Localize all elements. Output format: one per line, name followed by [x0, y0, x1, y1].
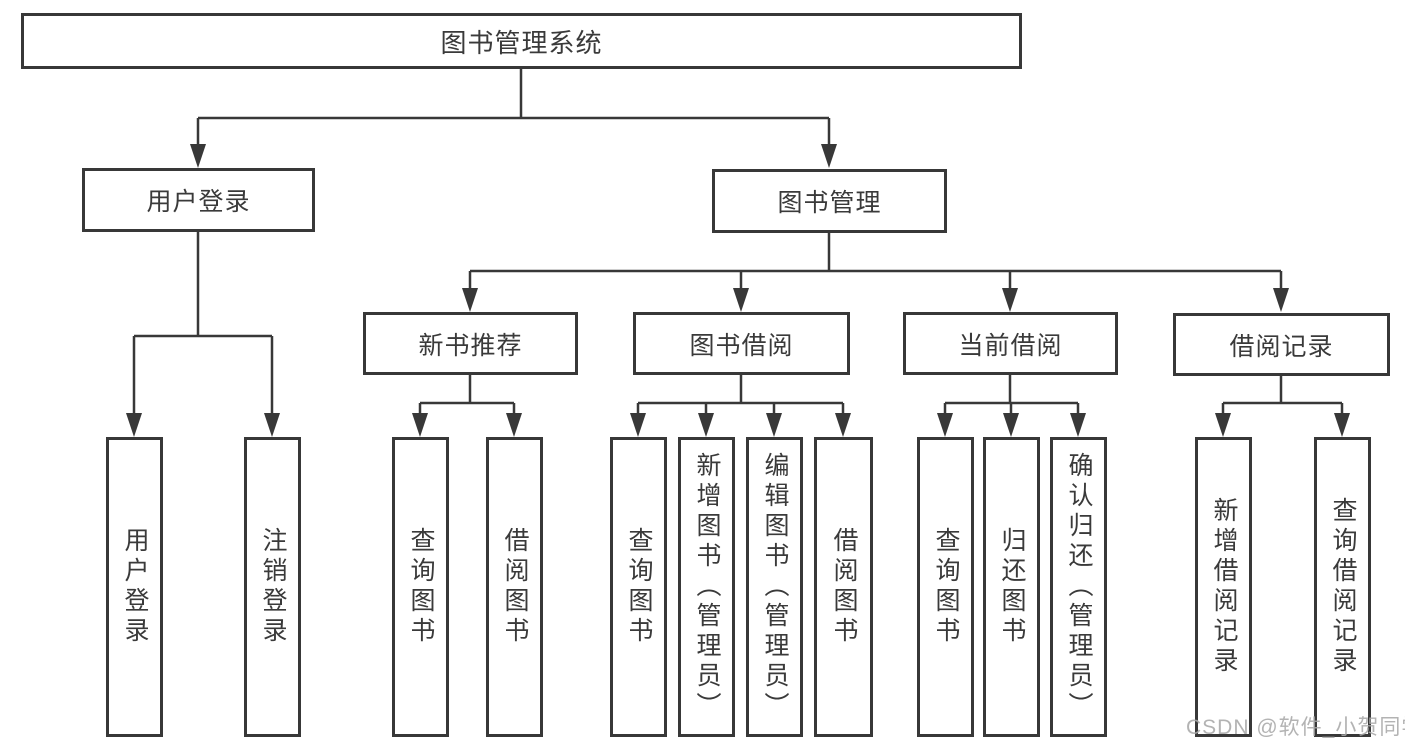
- leaf-borrow-query-books: 查询图书: [610, 437, 667, 737]
- node-label: 借阅图书: [830, 527, 858, 647]
- node-label: 新增借阅记录: [1210, 497, 1238, 677]
- node-label: 查询借阅记录: [1329, 497, 1357, 677]
- node-label: 查询图书: [932, 527, 960, 647]
- csdn-watermark: CSDN @软件_小贺同学: [1186, 716, 1405, 739]
- leaf-borrow-borrow-books: 借阅图书: [814, 437, 873, 737]
- leaf-newrec-borrow-books: 借阅图书: [486, 437, 543, 737]
- leaf-current-return-books: 归还图书: [983, 437, 1040, 737]
- node-current-borrowing: 当前借阅: [903, 312, 1118, 375]
- node-label: 用户登录: [146, 188, 251, 216]
- node-label: 编辑图书（管理员）: [761, 452, 789, 722]
- node-label: 确认归还（管理员）: [1065, 452, 1093, 722]
- leaf-user-login: 用户登录: [106, 437, 163, 737]
- node-label: 查询图书: [625, 527, 653, 647]
- node-label: 借阅记录: [1229, 332, 1334, 361]
- node-label: 新增图书（管理员）: [693, 452, 721, 722]
- leaf-borrow-edit-books-admin: 编辑图书（管理员）: [746, 437, 803, 737]
- node-book-borrowing: 图书借阅: [633, 312, 850, 375]
- node-label: 归还图书: [998, 527, 1026, 647]
- leaf-newrec-query-books: 查询图书: [392, 437, 449, 737]
- node-borrowing-records: 借阅记录: [1173, 313, 1390, 376]
- node-label: 注销登录: [259, 527, 287, 647]
- node-user-login-group: 用户登录: [82, 168, 315, 232]
- node-library-management-system: 图书管理系统: [21, 13, 1022, 69]
- leaf-logout: 注销登录: [244, 437, 301, 737]
- node-label: 图书管理系统: [440, 27, 603, 58]
- node-new-book-recommend: 新书推荐: [363, 312, 578, 375]
- arrowhead-icons: [126, 144, 1350, 437]
- leaf-record-add-borrow-record: 新增借阅记录: [1195, 437, 1252, 737]
- node-label: 借阅图书: [501, 527, 529, 647]
- node-label: 新书推荐: [418, 331, 523, 360]
- leaf-borrow-add-books-admin: 新增图书（管理员）: [678, 437, 735, 737]
- node-label: 图书借阅: [689, 331, 794, 360]
- node-label: 查询图书: [407, 527, 435, 647]
- leaf-current-query-books: 查询图书: [917, 437, 974, 737]
- node-label: 当前借阅: [958, 331, 1063, 360]
- node-label: 图书管理: [777, 189, 882, 217]
- node-book-management: 图书管理: [712, 169, 947, 233]
- leaf-current-confirm-return-admin: 确认归还（管理员）: [1050, 437, 1107, 737]
- leaf-record-query-borrow-record: 查询借阅记录: [1314, 437, 1371, 737]
- node-label: 用户登录: [121, 527, 149, 647]
